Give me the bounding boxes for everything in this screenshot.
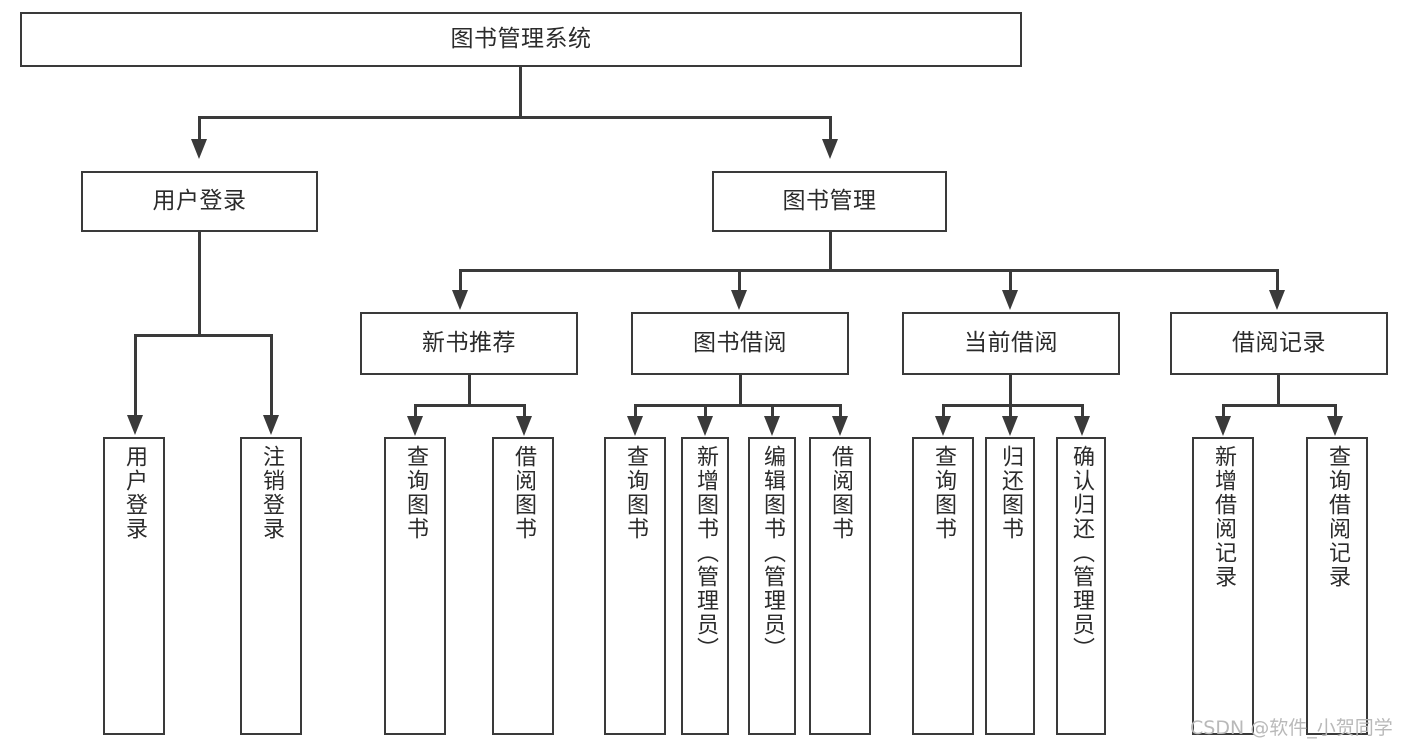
leaf-cb-confirm-return-admin[interactable]: 确认归还（管理员） [1056,437,1106,735]
edge-drop-book-management [829,116,832,141]
leaf-user-login[interactable]: 用户登录 [103,437,165,735]
edge-drop-cb-return [1009,404,1012,418]
edge-drop-leaf-logout [270,334,273,417]
edge-book-management-stem [829,232,832,271]
edge-borrow-record-distributor [1222,404,1337,407]
leaf-bb-lend-book[interactable]: 借阅图书 [809,437,871,735]
leaf-cb-query-book[interactable]: 查询图书 [912,437,974,735]
leaf-label: 查询图书 [930,445,956,541]
leaf-label: 查询图书 [622,445,648,541]
leaf-cb-return-book[interactable]: 归还图书 [985,437,1035,735]
arrow-cb-confirm [1074,416,1090,436]
arrow-br-add [1215,416,1231,436]
edge-drop-borrow-record [1276,269,1279,292]
edge-drop-bb-query [634,404,637,418]
node-borrow-record[interactable]: 借阅记录 [1170,312,1388,375]
edge-drop-nb-query [414,404,417,418]
edge-drop-book-borrow [738,269,741,292]
edge-drop-bb-lend [839,404,842,418]
leaf-bb-query-book[interactable]: 查询图书 [604,437,666,735]
node-book-management[interactable]: 图书管理 [712,171,947,232]
leaf-bb-add-book-admin[interactable]: 新增图书（管理员） [681,437,729,735]
arrow-br-query [1327,416,1343,436]
node-user-login[interactable]: 用户登录 [81,171,318,232]
leaf-label: 查询图书 [402,445,428,541]
edge-level3-distributor [459,269,1279,272]
leaf-nb-borrow-book[interactable]: 借阅图书 [492,437,554,735]
arrow-nb-query [407,416,423,436]
arrow-bb-edit [764,416,780,436]
edge-new-book-stem [468,375,471,406]
arrow-new-book [452,290,468,310]
edge-borrow-record-stem [1277,375,1280,406]
edge-user-login-stem [198,232,201,335]
edge-level2-distributor [198,116,832,119]
arrow-user-login [191,139,207,159]
node-label: 新书推荐 [422,329,516,356]
edge-drop-br-query [1334,404,1337,418]
node-book-borrow[interactable]: 图书借阅 [631,312,849,375]
node-label: 图书管理 [782,187,877,214]
edge-user-login-distributor [134,334,273,337]
leaf-label: 新增图书（管理员） [692,445,718,661]
arrow-leaf-logout [263,415,279,435]
edge-drop-nb-borrow [523,404,526,418]
arrow-leaf-user-login [127,415,143,435]
edge-drop-bb-add [704,404,707,418]
leaf-nb-query-book[interactable]: 查询图书 [384,437,446,735]
arrow-current-borrow [1002,290,1018,310]
node-label: 借阅记录 [1232,329,1326,356]
arrow-bb-add [697,416,713,436]
leaf-label: 借阅图书 [510,445,536,541]
node-label: 图书借阅 [693,329,787,356]
leaf-br-add-record[interactable]: 新增借阅记录 [1192,437,1254,735]
node-label: 用户登录 [152,187,247,214]
node-label: 当前借阅 [964,329,1058,356]
edge-current-borrow-distributor [942,404,1084,407]
edge-current-borrow-stem [1009,375,1012,406]
leaf-label: 用户登录 [121,445,147,541]
edge-drop-bb-edit [771,404,774,418]
leaf-label: 借阅图书 [827,445,853,541]
arrow-cb-return [1002,416,1018,436]
node-new-book-recommend[interactable]: 新书推荐 [360,312,578,375]
leaf-label: 新增借阅记录 [1210,445,1236,589]
arrow-cb-query [935,416,951,436]
leaf-br-query-record[interactable]: 查询借阅记录 [1306,437,1368,735]
edge-book-borrow-stem [739,375,742,406]
edge-new-book-distributor [414,404,526,407]
edge-book-borrow-distributor [634,404,842,407]
leaf-label: 查询借阅记录 [1324,445,1350,589]
edge-drop-cb-confirm [1081,404,1084,418]
edge-drop-leaf-user-login [134,334,137,417]
node-label: 图书管理系统 [450,25,592,52]
arrow-nb-borrow [516,416,532,436]
edge-drop-current-borrow [1009,269,1012,292]
leaf-label: 编辑图书（管理员） [759,445,785,661]
leaf-label: 注销登录 [258,445,284,541]
arrow-bb-query [627,416,643,436]
leaf-label: 确认归还（管理员） [1068,445,1094,661]
edge-drop-cb-query [942,404,945,418]
edge-drop-new-book [459,269,462,292]
edge-root-stem [519,67,522,117]
edge-drop-br-add [1222,404,1225,418]
watermark-csdn: CSDN @软件_小贺同学 [1190,717,1393,739]
edge-drop-user-login [198,116,201,141]
leaf-label: 归还图书 [997,445,1023,541]
arrow-borrow-record [1269,290,1285,310]
node-current-borrow[interactable]: 当前借阅 [902,312,1120,375]
leaf-logout[interactable]: 注销登录 [240,437,302,735]
node-root-book-management-system[interactable]: 图书管理系统 [20,12,1022,67]
arrow-book-management [822,139,838,159]
arrow-bb-lend [832,416,848,436]
arrow-book-borrow [731,290,747,310]
leaf-bb-edit-book-admin[interactable]: 编辑图书（管理员） [748,437,796,735]
